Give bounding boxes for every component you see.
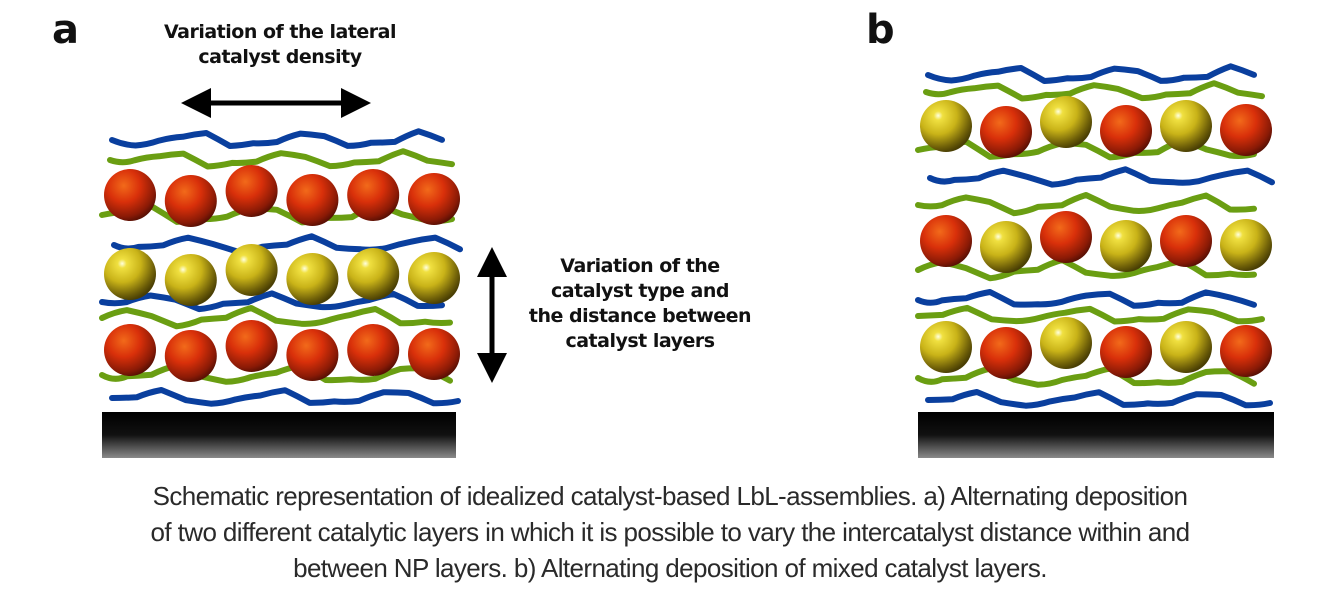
red-nanoparticle bbox=[286, 174, 339, 226]
polyelectrolyte-chain-green bbox=[915, 257, 1257, 282]
gold-nanoparticle bbox=[1160, 100, 1212, 152]
panel-b-nanoparticles bbox=[920, 96, 1272, 379]
polyelectrolyte-chain-blue bbox=[927, 166, 1275, 188]
red-nanoparticle bbox=[164, 330, 217, 382]
annotation-line: Variation of the bbox=[560, 255, 720, 277]
polyelectrolyte-chain-green bbox=[915, 304, 1265, 325]
red-nanoparticle bbox=[104, 324, 156, 376]
figure-caption: Schematic representation of idealized ca… bbox=[0, 478, 1340, 586]
annotation-line: catalyst density bbox=[198, 46, 362, 68]
gold-nanoparticle bbox=[286, 253, 339, 305]
panel-b-substrate bbox=[918, 412, 1274, 458]
polyelectrolyte-chain-blue bbox=[925, 63, 1257, 84]
red-nanoparticle bbox=[225, 320, 278, 372]
red-nanoparticle bbox=[1040, 211, 1092, 263]
gold-nanoparticle bbox=[1220, 219, 1272, 271]
panel-a-polymer-layers bbox=[99, 128, 463, 407]
annotation-line: Variation of the lateral bbox=[163, 21, 397, 43]
panel-a-nanoparticles bbox=[104, 165, 460, 382]
annotation-line: the distance between bbox=[528, 305, 752, 327]
catalyst-type-distance-annotation: Variation of the catalyst type and the d… bbox=[506, 254, 774, 354]
polyelectrolyte-chain-green bbox=[99, 362, 453, 385]
red-nanoparticle bbox=[408, 173, 460, 225]
polyelectrolyte-chain-blue bbox=[915, 289, 1257, 309]
gold-nanoparticle bbox=[164, 254, 217, 306]
polyelectrolyte-chain-green bbox=[107, 148, 455, 170]
gold-nanoparticle bbox=[1100, 220, 1152, 272]
red-nanoparticle bbox=[104, 169, 156, 221]
red-nanoparticle bbox=[980, 106, 1032, 158]
lateral-density-annotation: Variation of the lateral catalyst densit… bbox=[130, 20, 430, 70]
polyelectrolyte-chain-green bbox=[99, 305, 453, 330]
red-nanoparticle bbox=[1160, 215, 1212, 267]
red-nanoparticle bbox=[225, 165, 278, 217]
red-nanoparticle bbox=[408, 328, 460, 380]
gold-nanoparticle bbox=[225, 244, 278, 296]
red-nanoparticle bbox=[347, 324, 400, 376]
red-nanoparticle bbox=[920, 215, 972, 267]
polyelectrolyte-chain-blue bbox=[99, 290, 445, 313]
panel-b-label: b bbox=[866, 7, 895, 53]
polyelectrolyte-chain-blue bbox=[109, 387, 461, 407]
red-nanoparticle bbox=[347, 169, 400, 221]
panel-b-diagram bbox=[915, 63, 1275, 458]
caption-line: of two different catalytic layers in whi… bbox=[150, 517, 1191, 547]
red-nanoparticle bbox=[1220, 104, 1272, 156]
gold-nanoparticle bbox=[408, 252, 460, 304]
polyelectrolyte-chain-blue bbox=[109, 128, 445, 149]
gold-nanoparticle bbox=[347, 248, 400, 300]
gold-nanoparticle bbox=[1040, 317, 1092, 369]
red-nanoparticle bbox=[286, 329, 339, 381]
polyelectrolyte-chain-blue bbox=[925, 389, 1273, 409]
gold-nanoparticle bbox=[920, 100, 972, 152]
red-nanoparticle bbox=[1100, 326, 1152, 378]
panel-a-substrate bbox=[102, 412, 456, 458]
polyelectrolyte-chain-green bbox=[923, 80, 1265, 102]
gold-nanoparticle bbox=[104, 248, 156, 300]
annotation-line: catalyst layers bbox=[565, 330, 715, 352]
red-nanoparticle bbox=[1100, 105, 1152, 157]
panel-a-label: a bbox=[52, 7, 79, 53]
panel-a-diagram bbox=[99, 88, 507, 458]
red-nanoparticle bbox=[1220, 325, 1272, 377]
gold-nanoparticle bbox=[1160, 321, 1212, 373]
caption-line: Schematic representation of idealized ca… bbox=[152, 481, 1188, 511]
red-nanoparticle bbox=[164, 175, 217, 227]
gold-nanoparticle bbox=[980, 221, 1032, 273]
red-nanoparticle bbox=[980, 327, 1032, 379]
gold-nanoparticle bbox=[1040, 96, 1092, 148]
polyelectrolyte-chain-green bbox=[915, 365, 1257, 388]
annotation-line: catalyst type and bbox=[551, 280, 729, 302]
polyelectrolyte-chain-green bbox=[99, 202, 455, 226]
gold-nanoparticle bbox=[920, 321, 972, 373]
caption-line: between NP layers. b) Alternating deposi… bbox=[293, 553, 1047, 583]
polyelectrolyte-chain-blue bbox=[111, 233, 463, 255]
polyelectrolyte-chain-green bbox=[915, 192, 1257, 217]
